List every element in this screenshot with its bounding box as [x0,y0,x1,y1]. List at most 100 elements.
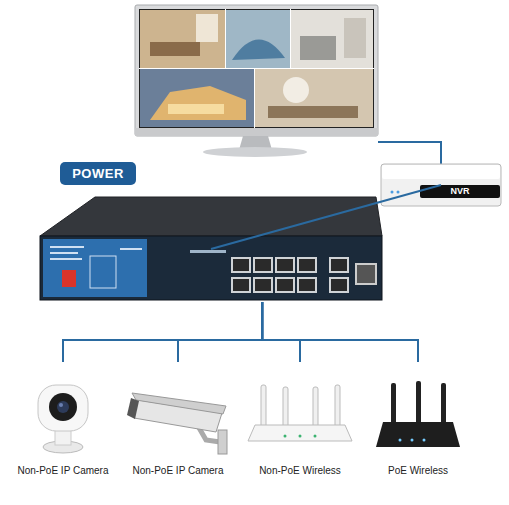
wall-shape [300,36,336,60]
uplink-port [330,278,348,292]
lamp-shape [283,77,309,103]
antenna [313,387,318,427]
bullet-camera [127,393,227,454]
monitor-wire [378,142,441,164]
power-badge: POWER [60,162,136,185]
camera-view [226,10,290,68]
sofa-shape [150,42,200,56]
nvr-led [397,191,400,194]
antenna [391,383,396,425]
sfp-port [356,264,376,284]
device-label: Non-PoE IP Camera [13,465,113,477]
device: PoE Wireless [368,362,468,478]
grid-divider [290,9,291,68]
rj45-ports [232,258,348,292]
camera-view [255,69,373,127]
device: Non-PoE IP Camera [13,362,113,478]
black-router [376,381,460,447]
camera-lens [57,401,69,413]
camera-view [140,69,254,127]
panel-print [50,252,78,254]
switch-logo [190,250,226,253]
nvr-label: NVR [422,185,498,197]
monitor-chin [135,128,378,136]
router-body [248,425,352,441]
poe-switch-drawing [40,197,382,300]
scene-shape [232,39,285,60]
panel-print [90,256,116,288]
rj45-port [232,278,250,292]
rj45-port [298,278,316,292]
router-led [284,435,287,438]
device-label: PoE Wireless [368,465,468,477]
network-cable [262,302,300,362]
rj45-port [254,278,272,292]
door-shape [344,18,366,58]
nvr-recorder [381,164,501,206]
router-led [399,439,402,442]
panel-print [120,248,142,250]
router-led [299,435,302,438]
camera-view [140,10,225,68]
device-label: Non-PoE IP Camera [128,465,228,477]
poe-switch: POWER [40,196,382,302]
house-lights [168,104,224,114]
nvr-led [391,191,394,194]
dip-switch [62,270,76,287]
camera-view [291,10,373,68]
dome-camera [38,385,88,453]
wall-plate [218,430,227,454]
antenna [335,385,340,427]
camera-hood [132,393,226,414]
antenna [416,381,421,425]
monitor-bezel [135,5,378,136]
table-shape [268,106,358,118]
network-cable [178,302,262,362]
grid-divider [225,9,226,68]
switch-top [40,197,382,236]
nvr-band [420,185,500,198]
device-label: Non-PoE Wireless [250,465,350,477]
switch-panel [43,239,147,297]
panel-print [50,258,82,260]
uplink-port [330,258,348,272]
nvr-top [382,165,500,179]
antenna [261,385,266,427]
nvr-box: NVR [380,163,502,207]
nvr-body [381,164,501,206]
window-shape [196,14,218,42]
rj45-port [298,258,316,272]
router-led [314,435,317,438]
network-cable [211,185,441,249]
monitor [135,5,378,157]
camera-head [38,385,88,431]
router-body [376,422,460,447]
network-cable [262,302,418,362]
camera-front [127,398,139,419]
grid-divider [139,68,374,69]
lens-glint [59,403,63,407]
device: Non-PoE Wireless [250,362,350,478]
antenna [283,387,288,427]
grid-divider [254,69,255,128]
antenna [441,383,446,425]
network-cable [63,302,262,362]
camera-lens [49,393,77,421]
device: Non-PoE IP Camera [128,362,228,478]
monitor-base [203,147,307,157]
house-shape [150,86,246,120]
white-router [248,385,352,441]
router-led [423,439,426,442]
switch-front [40,236,382,300]
rj45-port [254,258,272,272]
monitor-screen [139,9,374,128]
rj45-port [276,258,294,272]
panel-print [50,246,84,248]
router-led [411,439,414,442]
rj45-port [232,258,250,272]
rj45-port [276,278,294,292]
